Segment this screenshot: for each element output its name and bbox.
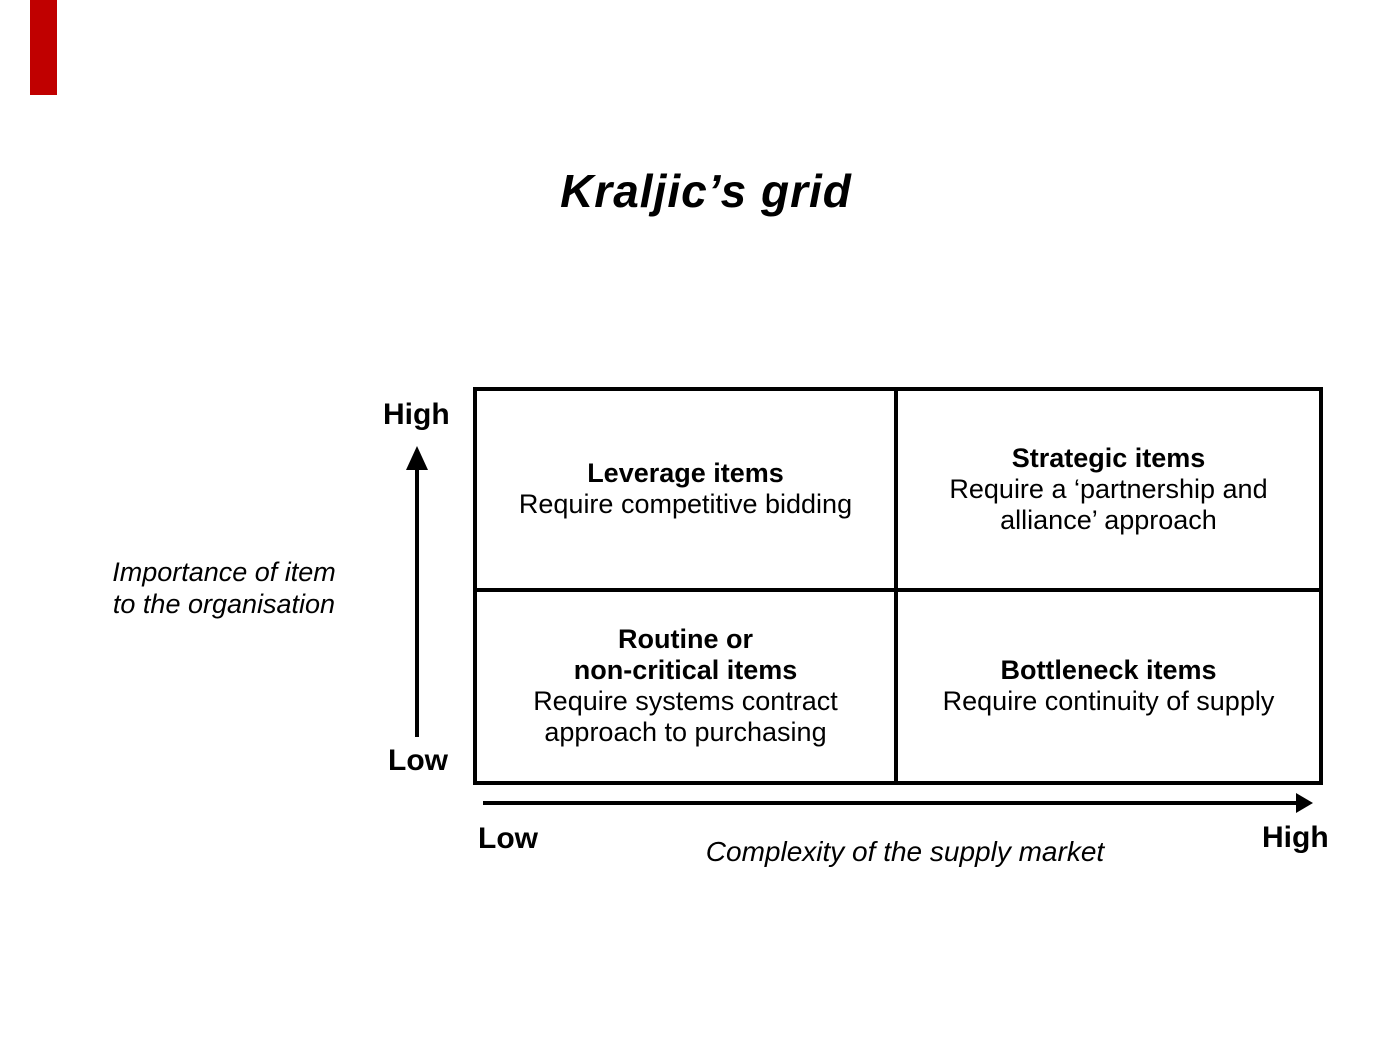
quadrant-strategic-title: Strategic items [1011, 442, 1206, 473]
quadrant-leverage-title: Leverage items [587, 458, 784, 489]
y-axis-arrow-line [415, 466, 419, 737]
x-axis-arrowhead-icon [1296, 793, 1313, 813]
quadrant-leverage-subtitle: Require competitive bidding [518, 489, 853, 520]
x-axis-arrow-line [483, 801, 1296, 805]
quadrant-routine-title: Routine or non-critical items [573, 624, 798, 686]
red-accent-bar [30, 0, 57, 95]
quadrant-strategic: Strategic items Require a ‘partnership a… [898, 391, 1319, 592]
quadrant-leverage: Leverage items Require competitive biddi… [477, 391, 898, 592]
x-axis-caption: Complexity of the supply market [705, 836, 1105, 867]
y-axis-high-label: High [383, 398, 450, 431]
x-axis-high-label: High [1262, 821, 1329, 854]
quadrant-bottleneck-title: Bottleneck items [1000, 655, 1217, 686]
page-title: Kraljic’s grid [560, 165, 852, 217]
kraljic-matrix: Leverage items Require competitive biddi… [473, 387, 1323, 785]
quadrant-strategic-subtitle: Require a ‘partnership and alliance’ app… [949, 473, 1268, 535]
quadrant-bottleneck-subtitle: Require continuity of supply [942, 686, 1275, 717]
x-axis-low-label: Low [478, 822, 538, 855]
quadrant-routine-subtitle: Require systems contract approach to pur… [533, 686, 838, 748]
quadrant-bottleneck: Bottleneck items Require continuity of s… [898, 592, 1319, 781]
y-axis-arrowhead-icon [406, 446, 428, 470]
quadrant-routine: Routine or non-critical items Require sy… [477, 591, 898, 781]
y-axis-low-label: Low [388, 744, 448, 777]
y-axis-caption: Importance of item to the organisation [112, 557, 336, 619]
